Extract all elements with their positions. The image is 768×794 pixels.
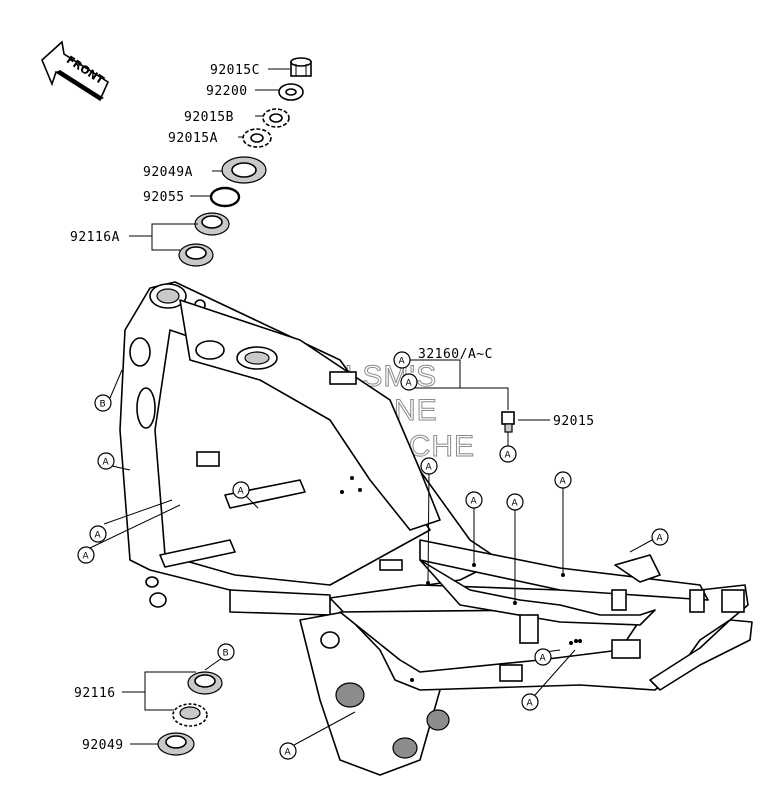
svg-text:A: A [95,531,102,541]
locknut-92015a [242,128,272,148]
steering-parts-stack [178,57,312,267]
label-32160: 32160/A~C [418,347,493,362]
svg-text:A: A [560,477,567,487]
part-labels: 92015C 92200 92015B 92015A 92049A 92055 … [70,63,595,753]
callout-a-10: A [465,491,483,509]
callout-a-12: A [651,528,669,546]
callout-markers: B B A A A A A A [77,351,669,760]
callout-a-11: A [506,493,524,511]
locknut-92015b [262,108,290,128]
svg-text:A: A [406,379,413,389]
label-92015a: 92015A [168,131,218,146]
head-tube [149,283,206,311]
svg-text:A: A [426,463,433,473]
leader-lines [89,68,653,746]
callout-a-5: A [393,351,411,369]
svg-text:A: A [512,499,519,509]
svg-text:A: A [399,357,406,367]
callout-a-6: A [400,373,418,391]
callout-a-2: A [89,525,107,543]
label-92049: 92049 [82,738,124,753]
callout-a-3: A [77,546,95,564]
svg-text:A: A [83,552,90,562]
bottom-seal-92049 [157,732,195,756]
callout-b-upper: B [94,394,112,412]
svg-text:A: A [527,699,534,709]
oring-92055 [209,186,241,208]
label-92015b: 92015B [184,110,234,125]
svg-text:A: A [285,748,292,758]
callout-a-13: A [534,648,552,666]
callout-a-4: A [232,481,250,499]
callout-a-14: A [521,693,539,711]
callout-a-1: A [97,452,115,470]
motorcycle-frame [119,281,753,776]
bottom-bearing-92116 [172,703,208,727]
svg-text:B: B [223,649,229,659]
label-92200: 92200 [206,84,248,99]
washer-92200 [278,83,304,101]
bolt-92015 [501,411,515,433]
label-92116a: 92116A [70,230,120,245]
svg-text:A: A [103,458,110,468]
callout-a-9: A [554,471,572,489]
label-92015: 92015 [553,414,595,429]
svg-text:A: A [505,451,512,461]
callout-a-15: A [279,742,297,760]
svg-text:A: A [238,487,245,497]
svg-text:A: A [471,497,478,507]
callout-a-7: A [499,445,517,463]
label-92055: 92055 [143,190,185,205]
race-92116a-upper [194,212,230,236]
label-92015c: 92015C [210,63,260,78]
seal-92049a [221,156,267,184]
front-arrow: FRONT [41,40,110,102]
nut-92015c [290,57,312,77]
bottom-race-92116-upper [187,671,223,695]
race-92116a-lower [178,243,214,267]
svg-text:A: A [540,654,547,664]
callout-b-lower: B [217,643,235,661]
callout-a-8: A [420,457,438,475]
label-92049a: 92049A [143,165,193,180]
label-92116: 92116 [74,686,116,701]
svg-text:A: A [657,534,664,544]
svg-text:B: B [100,400,106,410]
